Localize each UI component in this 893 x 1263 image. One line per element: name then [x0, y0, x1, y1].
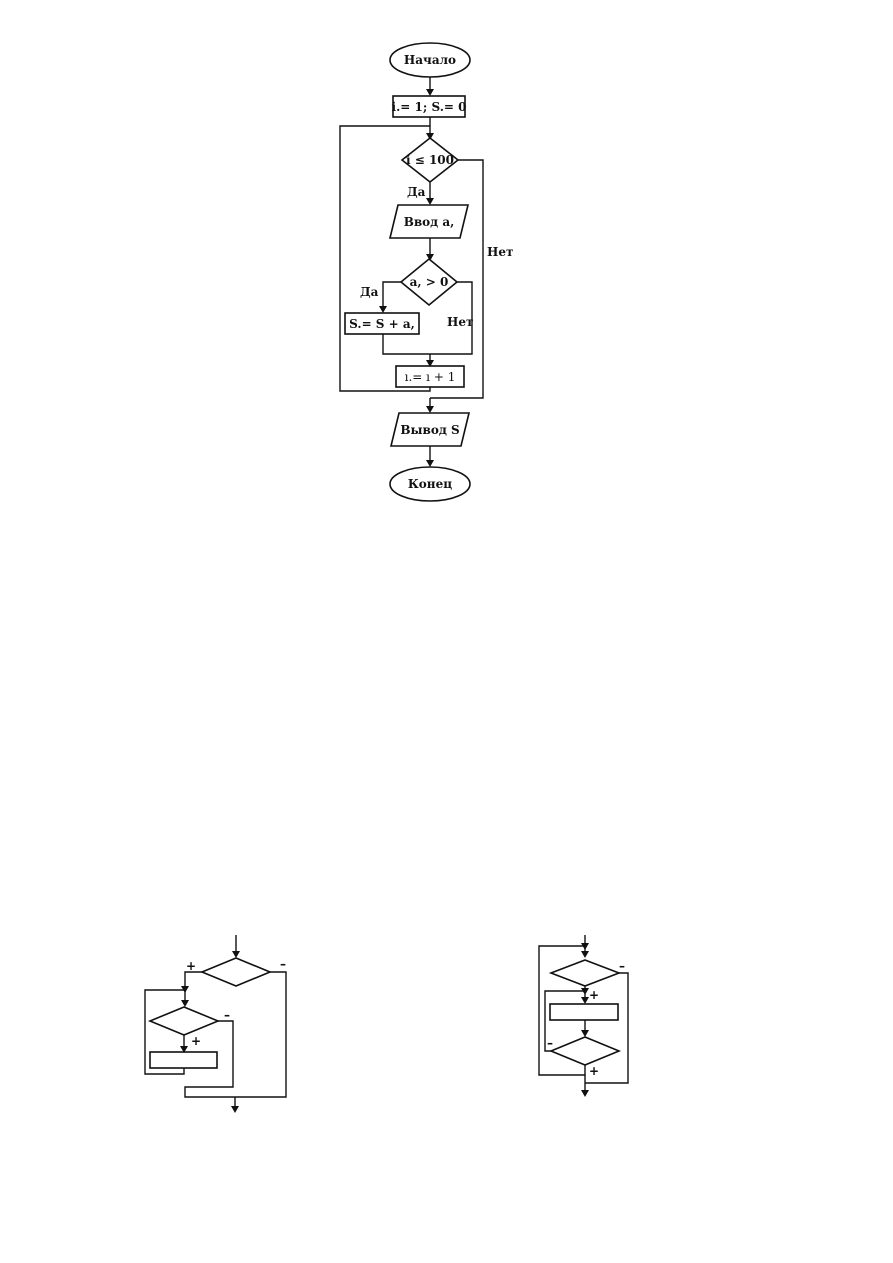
end-label: Конец: [408, 477, 452, 491]
end-terminal: [389, 466, 471, 502]
arrow-head: [180, 1046, 188, 1053]
check-label: a, > 0: [410, 275, 449, 289]
input-data: [388, 204, 470, 239]
init-label: i.= 1; S.= 0: [392, 100, 467, 114]
arrow-head: [426, 133, 434, 140]
outer-plus-sign: +: [186, 959, 196, 973]
no-label-1: Нет: [487, 245, 513, 259]
top-minus-sign: –: [619, 959, 625, 973]
inner-minus-sign: –: [224, 1008, 230, 1022]
arrow-head: [231, 1106, 239, 1113]
inner-decision: [147, 1006, 221, 1036]
accumulate-process: [344, 312, 420, 335]
arrow-head: [181, 986, 189, 993]
outer-decision: [199, 957, 273, 987]
top-plus-sign: +: [589, 988, 599, 1002]
output-label: Вывод S: [400, 423, 459, 437]
input-label: Ввод a,: [404, 215, 455, 229]
connector: [184, 971, 287, 1098]
main-flowchart: Начало i.= 1; S.= 0 i ≤ 100 Да Ввод a, a…: [339, 42, 513, 502]
arrow-head: [426, 360, 434, 367]
left-nested-loop-schema: + – – +: [144, 935, 287, 1113]
inner-loop-back: [144, 989, 185, 1075]
no-label-2: Нет: [447, 315, 473, 329]
init-process: [392, 95, 466, 118]
connector: [430, 281, 473, 355]
outer-loop-back: [538, 945, 586, 1076]
bottom-minus-sign: –: [547, 1036, 553, 1050]
check-decision: [399, 257, 459, 307]
arrow-head: [426, 254, 434, 261]
inner-loop-back: [544, 990, 585, 1052]
loop-body-process: [549, 1003, 619, 1021]
arrow-head: [379, 306, 387, 313]
arrow-head: [581, 951, 589, 958]
arrow-head: [426, 406, 434, 413]
exit-connector: [585, 972, 629, 1084]
start-label: Начало: [404, 53, 456, 67]
output-data: [389, 412, 471, 447]
yes-label-2: Да: [360, 285, 379, 299]
bottom-plus-sign: +: [589, 1064, 599, 1078]
connector: [382, 281, 401, 309]
loop-body-process: [149, 1051, 218, 1069]
right-loop-schema: – + – +: [538, 935, 629, 1097]
accumulate-label: S.= S + a,: [349, 317, 415, 331]
loop-condition-label: i ≤ 100: [406, 153, 454, 167]
connector: [382, 334, 430, 355]
arrow-head: [426, 89, 434, 96]
loop-back-connector: [339, 125, 431, 392]
inner-plus-sign: +: [191, 1034, 201, 1048]
increment-label: ı.= ı + 1: [405, 370, 456, 384]
top-decision: [548, 959, 622, 987]
arrow-head: [581, 1090, 589, 1097]
exit-connector: [430, 159, 484, 399]
arrow-head: [581, 997, 589, 1004]
outer-minus-sign: –: [280, 957, 286, 971]
bottom-decision: [548, 1036, 622, 1066]
yes-label-1: Да: [407, 185, 426, 199]
arrow-head: [232, 951, 240, 958]
arrow-head: [581, 1030, 589, 1037]
arrow-head: [426, 198, 434, 205]
arrow-head: [181, 1000, 189, 1007]
arrow-head: [426, 460, 434, 467]
